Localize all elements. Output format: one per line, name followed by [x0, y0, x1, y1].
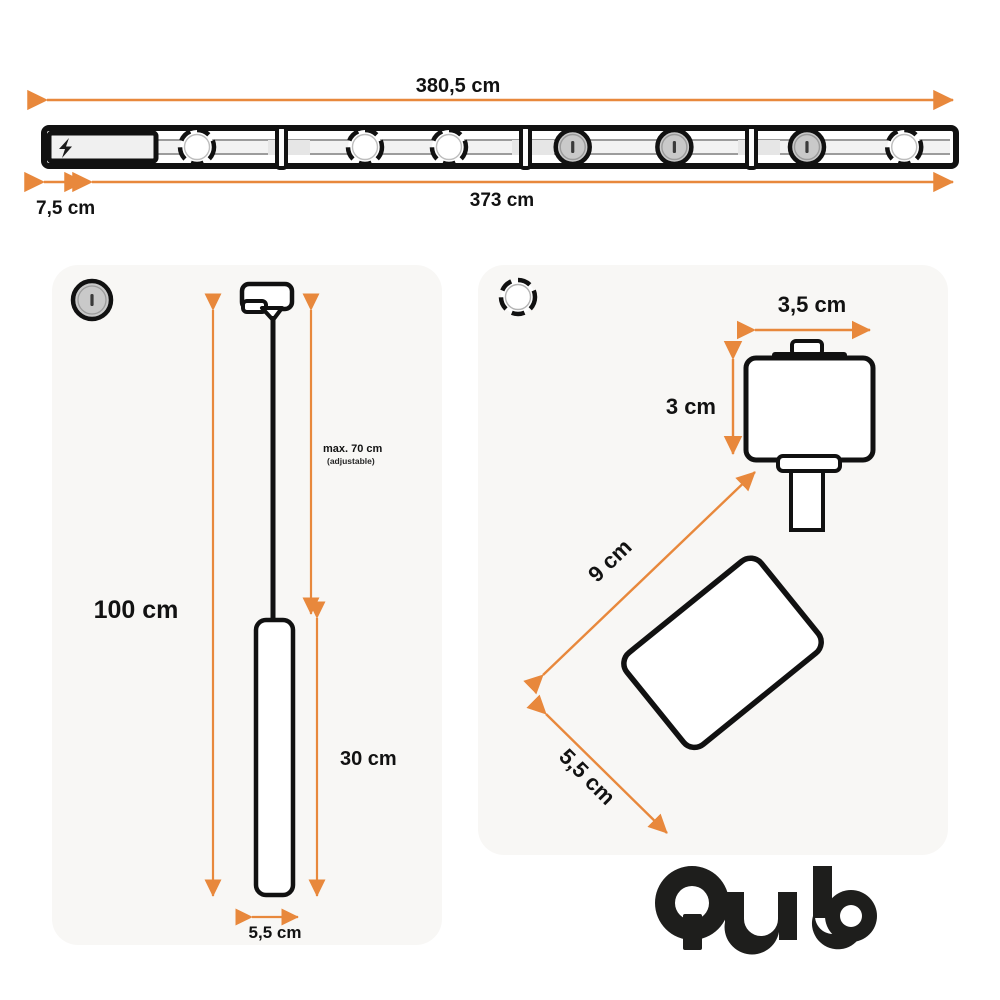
track-mount-with-fixture — [553, 127, 592, 167]
qub-logo-letter-u — [724, 892, 797, 955]
pendant-body-width-label: 5,5 cm — [249, 923, 302, 942]
pendant-drop-sub-label: (adjustable) — [327, 456, 375, 466]
spot-head-width-dimension: 3,5 cm — [736, 292, 871, 340]
pendant-drop-dimension: max. 70 cm (adjustable) — [302, 293, 383, 615]
lightning-bolt-icon — [59, 138, 72, 158]
track-mount-with-fixture — [655, 127, 694, 167]
track-mount-empty — [177, 127, 217, 167]
track-total-length-dimension: 380,5 cm — [27, 75, 955, 111]
track-mount-with-fixture — [787, 127, 827, 167]
track-joint-connectors — [268, 125, 780, 170]
fixture-filled-circle-icon — [70, 278, 114, 322]
spot-head-height-dimension: 3 cm — [666, 340, 743, 455]
track-rail-length-label: 373 cm — [470, 190, 534, 211]
spotlight-track-adapter — [743, 339, 876, 473]
mount-empty-circle-icon — [498, 277, 538, 317]
track-total-length-label: 380,5 cm — [416, 75, 501, 97]
pendant-drop-label: max. 70 cm — [323, 443, 383, 455]
power-feed-block — [46, 130, 159, 164]
pendant-body-width-dimension: 5,5 cm — [235, 908, 302, 942]
track-mount-empty — [884, 127, 924, 167]
track-feed-length-label: 7,5 cm — [36, 198, 95, 219]
spot-head-width-label: 3,5 cm — [778, 292, 847, 317]
track-rail-body — [41, 125, 959, 170]
pendant-body-height-label: 30 cm — [340, 748, 397, 770]
pendant-body — [253, 617, 296, 898]
qub-logo-q-tail — [683, 914, 702, 950]
track-mount-empty — [345, 127, 385, 167]
spot-head-height-label: 3 cm — [666, 394, 716, 419]
track-rail-length-dimension: 373 cm — [72, 171, 955, 211]
pendant-panel-background — [52, 265, 442, 945]
pendant-track-adapter — [239, 281, 295, 322]
pendant-body-height-dimension: 30 cm — [308, 601, 397, 897]
pendant-total-label: 100 cm — [94, 596, 179, 624]
fixture-indicator — [571, 141, 575, 153]
qub-logo-letter-q — [655, 866, 729, 940]
track-mount-empty — [429, 127, 469, 167]
track-mount-points — [177, 127, 924, 167]
fixture-indicator — [805, 141, 809, 153]
pendant-total-dimension: 100 cm — [94, 293, 222, 897]
fixture-indicator — [672, 141, 676, 153]
